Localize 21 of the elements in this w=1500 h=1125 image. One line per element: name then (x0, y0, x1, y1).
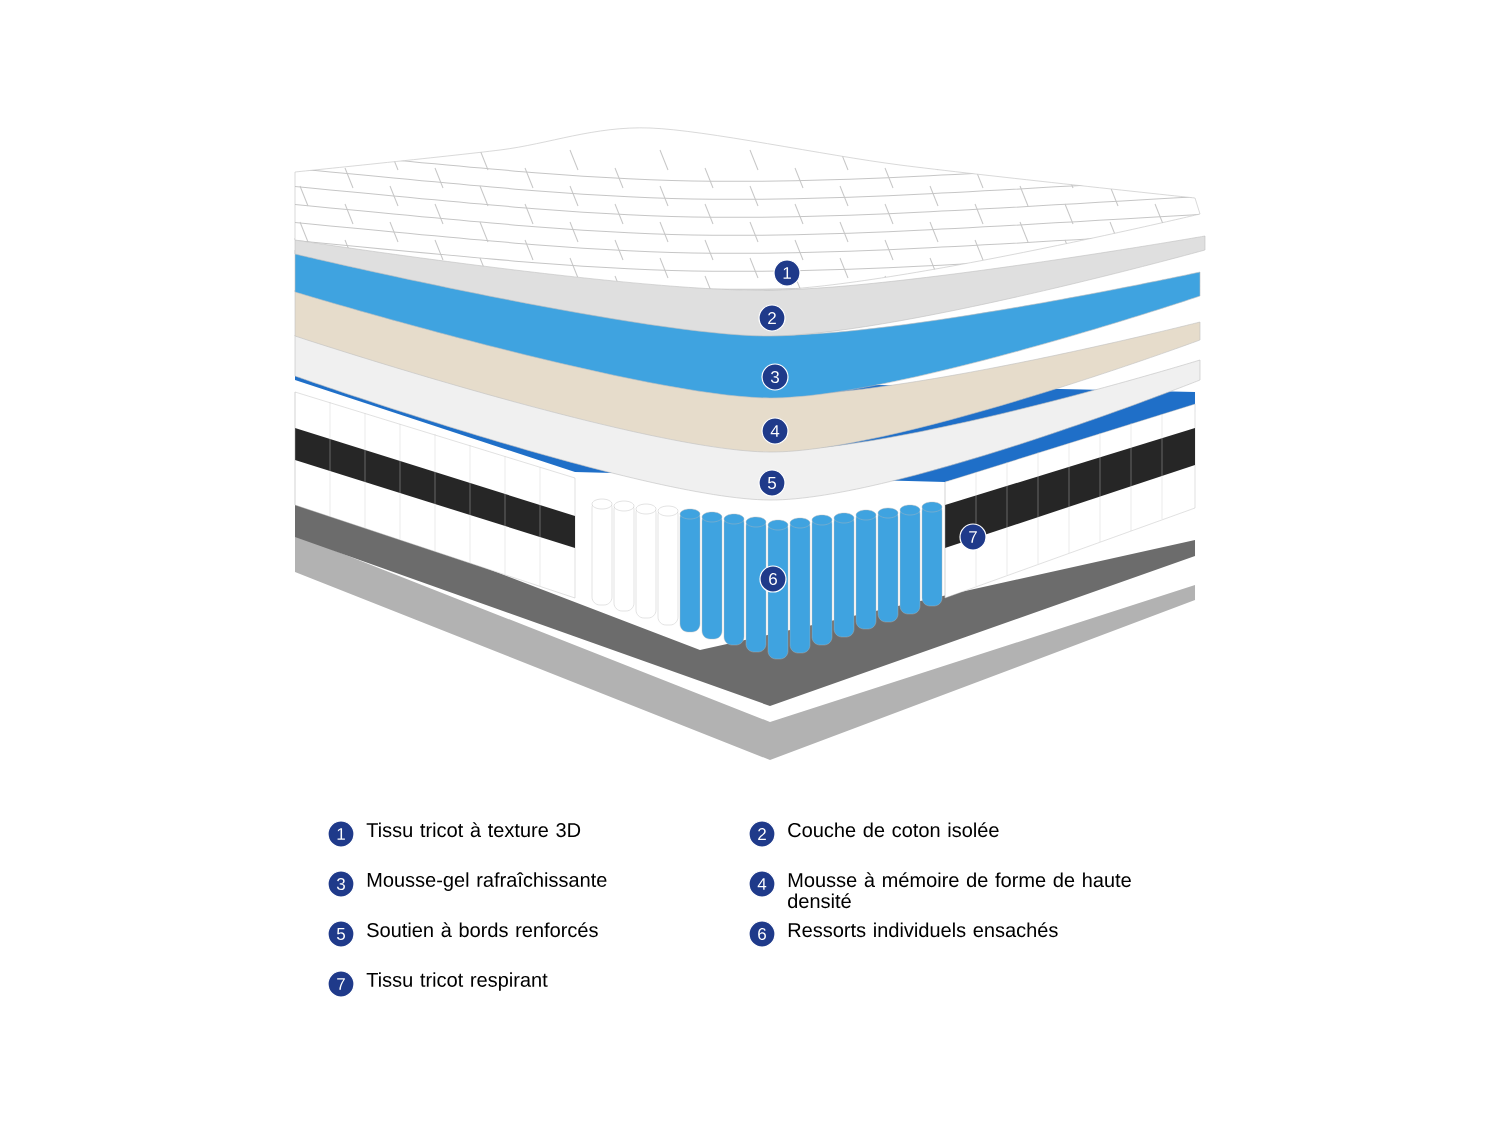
key-text: Tissu tricot à texture 3D (366, 822, 581, 838)
callout-number: 3 (761, 363, 789, 391)
callout-number: 2 (748, 820, 776, 848)
callout-number: 6 (748, 920, 776, 948)
callout-number: 7 (959, 523, 987, 551)
key-text: Mousse à mémoire de forme de haute densité (788, 872, 1131, 909)
callout-number: 5 (327, 920, 355, 948)
callout-number: 4 (748, 870, 776, 898)
key-text: Mousse-gel rafraîchissante (367, 872, 607, 891)
callout-number: 1 (773, 259, 801, 287)
callout-number: 2 (758, 304, 786, 332)
key-text: Tissu tricot respirant (366, 972, 548, 991)
callout-number: 4 (761, 417, 789, 445)
key-text: Ressorts individuels ensachés (788, 922, 1058, 938)
callout-number: 5 (758, 469, 786, 497)
key-text: Couche de coton isolée (788, 822, 999, 838)
key-text: Soutien à bords renforcés (367, 922, 598, 938)
callout-number: 6 (759, 565, 787, 593)
callout-number: 7 (327, 970, 355, 998)
callout-number: 3 (327, 870, 355, 898)
callout-number: 1 (327, 820, 355, 848)
